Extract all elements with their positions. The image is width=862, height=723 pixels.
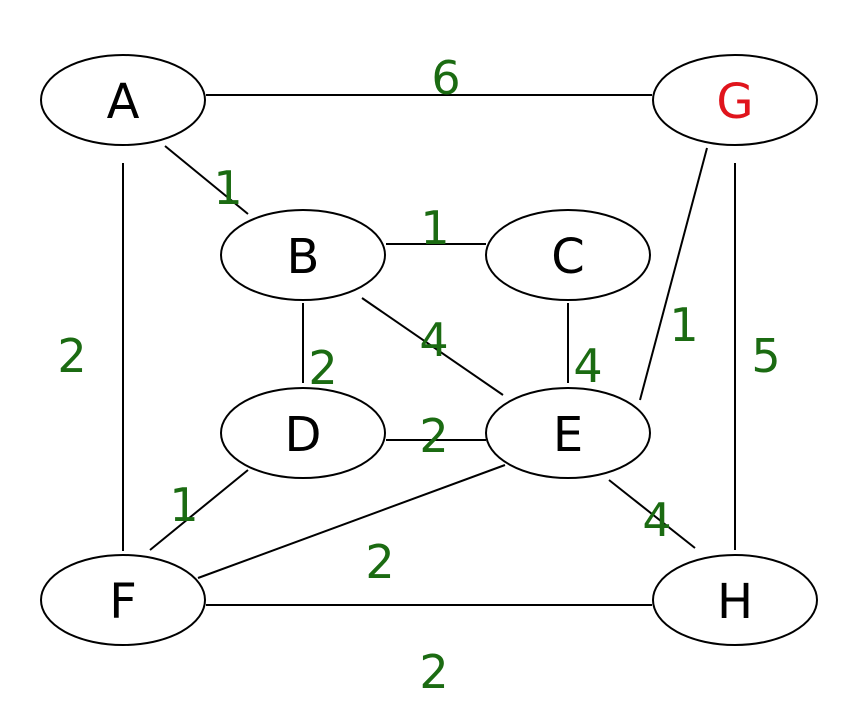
node-label: F bbox=[109, 574, 137, 630]
edge-weight-g-e: 1 bbox=[669, 298, 698, 352]
node-ellipse bbox=[220, 387, 386, 479]
node-label: B bbox=[287, 229, 320, 285]
node-g: G bbox=[652, 54, 818, 146]
node-ellipse bbox=[40, 54, 206, 146]
edge-b-e bbox=[361, 297, 504, 396]
node-ellipse bbox=[652, 54, 818, 146]
edge-weight-c-e: 4 bbox=[573, 339, 602, 393]
node-e: E bbox=[485, 387, 651, 479]
edge-d-f bbox=[149, 469, 249, 551]
node-label: G bbox=[716, 74, 753, 130]
node-ellipse bbox=[652, 554, 818, 646]
edge-weight-e-h: 4 bbox=[642, 493, 671, 547]
node-d: D bbox=[220, 387, 386, 479]
edge-weight-d-f: 1 bbox=[169, 478, 198, 532]
node-ellipse bbox=[220, 209, 386, 301]
edge-weight-e-f: 2 bbox=[365, 535, 394, 589]
edge-e-h bbox=[608, 479, 696, 549]
node-label: D bbox=[285, 407, 322, 463]
node-ellipse bbox=[40, 554, 206, 646]
edge-weight-a-f: 2 bbox=[57, 329, 86, 383]
edge-weight-b-c: 1 bbox=[420, 201, 449, 255]
edge-weight-a-g: 6 bbox=[431, 51, 460, 105]
node-c: C bbox=[485, 209, 651, 301]
node-a: A bbox=[40, 54, 206, 146]
nodes-layer: A G B C D E F H bbox=[40, 54, 818, 646]
edge-g-e bbox=[639, 147, 708, 401]
edges-layer bbox=[122, 94, 736, 606]
edge-weight-a-b: 1 bbox=[213, 161, 242, 215]
node-label: H bbox=[717, 574, 753, 630]
node-ellipse bbox=[485, 387, 651, 479]
edge-e-f bbox=[197, 464, 506, 579]
node-label: C bbox=[551, 229, 585, 285]
node-label: E bbox=[553, 407, 583, 463]
edge-weight-f-h: 2 bbox=[419, 645, 448, 699]
edge-weight-g-h: 5 bbox=[751, 329, 780, 383]
node-ellipse bbox=[485, 209, 651, 301]
edge-weight-b-d: 2 bbox=[308, 341, 337, 395]
edge-weight-d-e: 2 bbox=[419, 409, 448, 463]
node-label: A bbox=[107, 74, 140, 130]
edge-a-b bbox=[164, 145, 249, 215]
edge-weight-b-e: 4 bbox=[419, 313, 448, 367]
node-b: B bbox=[220, 209, 386, 301]
node-f: F bbox=[40, 554, 206, 646]
node-h: H bbox=[652, 554, 818, 646]
